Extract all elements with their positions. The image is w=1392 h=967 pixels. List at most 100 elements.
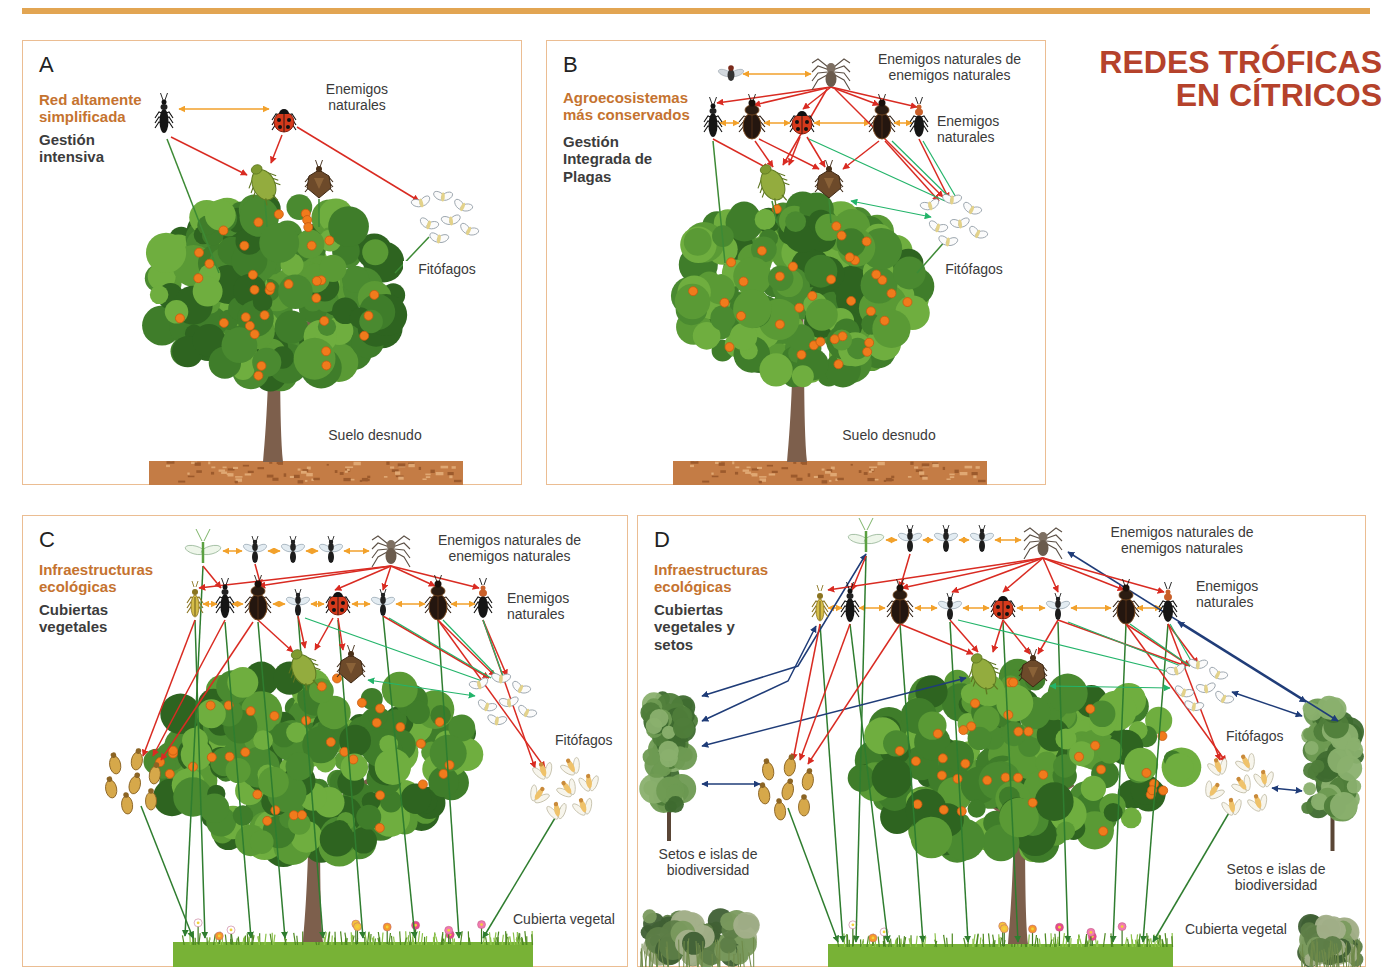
insect-body bbox=[290, 551, 296, 563]
grass-blade bbox=[525, 931, 526, 945]
soil-grain bbox=[360, 480, 362, 482]
orange-trophic-arrow bbox=[232, 603, 243, 605]
grass-blade bbox=[946, 938, 948, 947]
leaf-cluster bbox=[278, 274, 313, 309]
orange-trophic-arrow bbox=[764, 122, 790, 124]
grass-blade bbox=[728, 952, 729, 967]
aphid-figure bbox=[750, 159, 795, 209]
grass-blade bbox=[683, 941, 684, 967]
grass-blade bbox=[656, 954, 657, 967]
orange-fruit bbox=[289, 811, 298, 820]
trophic-links bbox=[141, 551, 561, 938]
soil-band bbox=[673, 461, 987, 485]
ladybug-icon bbox=[272, 109, 296, 132]
red-trophic-arrow bbox=[391, 566, 479, 588]
grass-blade bbox=[507, 937, 509, 945]
leaf-cluster bbox=[893, 257, 926, 290]
grass-blade bbox=[1055, 934, 1056, 947]
grass-blade bbox=[381, 933, 383, 945]
grass-blade bbox=[1053, 937, 1055, 947]
lgreen-trophic-arrow bbox=[368, 680, 475, 696]
bigbeetle-icon bbox=[425, 575, 451, 620]
elytra-seam bbox=[752, 114, 753, 138]
elytra-seam bbox=[882, 114, 883, 138]
grass-blade bbox=[847, 935, 849, 947]
grass-blade bbox=[468, 931, 470, 945]
grass-blade bbox=[1160, 940, 1161, 947]
orange-trophic-arrow bbox=[203, 603, 217, 605]
spider-leg bbox=[834, 66, 850, 72]
leaf-cluster bbox=[837, 229, 875, 267]
group-label: Enemigos naturales de enemigos naturales bbox=[425, 532, 594, 564]
grass-blade bbox=[1162, 940, 1164, 947]
grass-blade bbox=[910, 935, 911, 947]
grass-blade bbox=[1146, 933, 1148, 947]
grass-blade bbox=[513, 932, 514, 945]
insect-head bbox=[134, 772, 141, 779]
flower bbox=[194, 919, 202, 927]
whitefly bbox=[417, 215, 441, 233]
spider-leg bbox=[812, 75, 828, 91]
soil-grain bbox=[395, 471, 400, 474]
soil-grain bbox=[889, 479, 893, 481]
orange-fruit bbox=[797, 350, 806, 359]
insect-body bbox=[950, 195, 954, 204]
soil-grain bbox=[864, 472, 868, 475]
grass-blade bbox=[666, 947, 668, 967]
soil-grain bbox=[891, 476, 894, 478]
soil-grain bbox=[426, 476, 430, 478]
psyllid bbox=[553, 775, 583, 804]
flower-centre bbox=[1031, 928, 1034, 931]
whiteflies-icon bbox=[467, 671, 540, 727]
grass-blade bbox=[742, 941, 744, 967]
orange-fruit bbox=[376, 704, 385, 713]
red-trophic-arrow bbox=[835, 89, 943, 197]
soil-grain bbox=[335, 470, 338, 473]
orange-fruit bbox=[271, 806, 280, 815]
leaf-cluster bbox=[430, 705, 451, 726]
whitefly bbox=[467, 675, 491, 693]
insect-body bbox=[914, 115, 924, 137]
grass-blade bbox=[1172, 933, 1174, 947]
grass-blade bbox=[245, 935, 247, 945]
panel-letter: A bbox=[37, 53, 75, 76]
insect-body bbox=[958, 219, 963, 228]
leaf-cluster bbox=[295, 230, 324, 259]
leaf-cluster bbox=[253, 730, 273, 750]
panel-box: DInfraestructuras ecológicasCubiertas ve… bbox=[637, 515, 1366, 967]
grass-blade bbox=[1138, 934, 1140, 947]
insect-body bbox=[121, 795, 134, 814]
insect-antenna bbox=[192, 581, 198, 587]
insect-body bbox=[927, 201, 933, 211]
soil-grain bbox=[294, 475, 300, 478]
grass-blade bbox=[749, 952, 751, 967]
orange-fruit bbox=[205, 259, 214, 268]
grass-blade bbox=[378, 932, 380, 945]
soil-grain bbox=[949, 474, 954, 476]
grass-blade bbox=[497, 932, 499, 945]
foliage bbox=[643, 748, 660, 765]
grass-blade bbox=[324, 932, 326, 945]
flower-centre bbox=[883, 931, 886, 934]
insect-head bbox=[879, 100, 886, 107]
grass-blade bbox=[258, 936, 260, 945]
grass-blade bbox=[352, 936, 354, 945]
green-trophic-arrow bbox=[338, 620, 363, 938]
whitefly bbox=[966, 223, 991, 242]
orange-fruit bbox=[903, 298, 912, 307]
grass-blade bbox=[1045, 933, 1047, 947]
grass-blade bbox=[712, 954, 713, 967]
group-label: Fitófagos bbox=[932, 261, 1016, 277]
grass-blade bbox=[345, 933, 347, 945]
orange-fruit bbox=[789, 262, 798, 271]
soil-grain bbox=[822, 468, 825, 470]
grass-blade bbox=[860, 939, 862, 947]
grass-blade bbox=[243, 938, 244, 945]
orange-fruit bbox=[862, 237, 871, 246]
foliage bbox=[682, 932, 705, 955]
grass-blade bbox=[1162, 939, 1164, 947]
soil-grain bbox=[233, 467, 238, 469]
elytra-seam bbox=[195, 597, 196, 616]
insect-wing bbox=[945, 236, 959, 247]
insect-head bbox=[291, 540, 295, 544]
